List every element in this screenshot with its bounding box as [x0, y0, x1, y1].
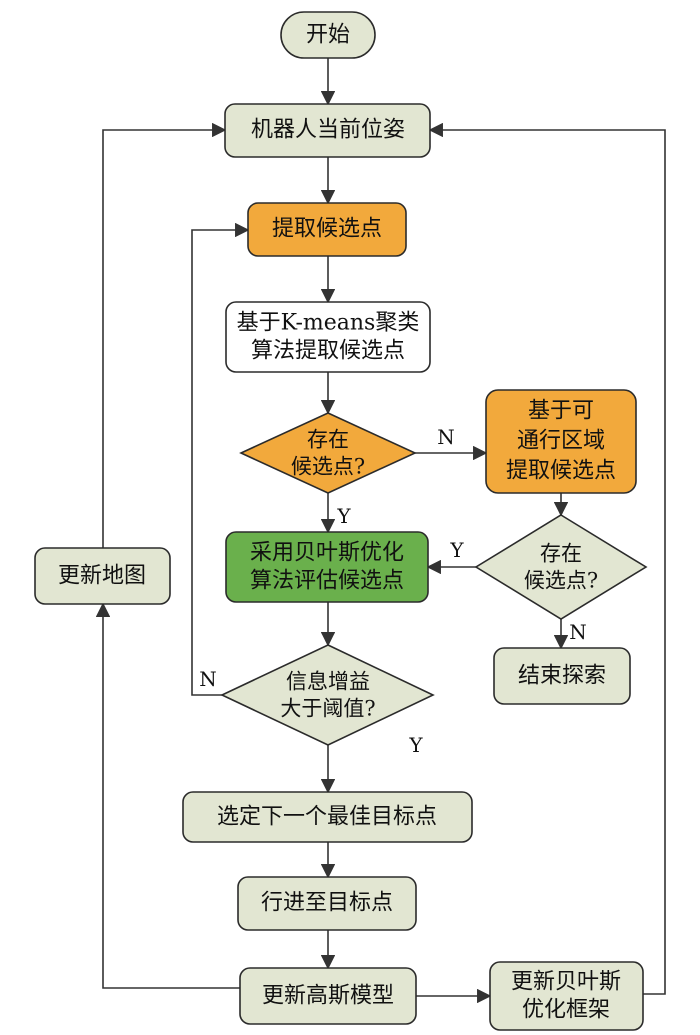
- passable-text-line-1: 基于可: [528, 399, 594, 424]
- start-node: [280, 11, 376, 59]
- end-explore-text-line-1: 结束探索: [518, 664, 606, 689]
- info-gain-text-line-1: 信息增益: [286, 670, 370, 694]
- info-gain-text-line-2: 大于阈值?: [280, 697, 375, 721]
- exist1-text-line-2: 候选点?: [291, 455, 365, 479]
- start-text-line-1: 开始: [306, 23, 350, 48]
- exist1-text-line-1: 存在: [307, 428, 349, 452]
- update-bayes-framework-node: [489, 961, 644, 1031]
- end-exploration-node: [493, 647, 631, 705]
- label-exist2-yes: Y: [449, 538, 464, 562]
- extract-text-line-1: 提取候选点: [272, 217, 382, 242]
- gauss-text-line-1: 更新高斯模型: [262, 984, 394, 1009]
- goto-target-node: [237, 876, 417, 931]
- exist2-text-line-2: 候选点?: [524, 569, 598, 593]
- bayes-eval-text-line-2: 算法评估候选点: [250, 569, 404, 594]
- bayes-eval-text-line-1: 采用贝叶斯优化: [250, 541, 404, 566]
- kmeans-node: [225, 301, 431, 373]
- select-text-line-1: 选定下一个最佳目标点: [217, 805, 437, 830]
- edge-map-pose: [102, 122, 227, 548]
- edge-gauss-map: [95, 602, 240, 989]
- map-text-line-1: 更新地图: [58, 564, 146, 589]
- update-gauss-node: [239, 967, 417, 1025]
- passable-region-node: [485, 389, 637, 494]
- label-gain-no: N: [199, 667, 217, 691]
- passable-text-line-2: 通行区域: [517, 429, 605, 454]
- update-map-node: [34, 547, 171, 605]
- label-exist1-no: N: [437, 425, 455, 449]
- candidates-exist-decision-2: [474, 514, 648, 620]
- passable-text-line-3: 提取候选点: [506, 459, 616, 484]
- kmeans-text-line-1: 基于K-means聚类: [237, 311, 420, 336]
- bayes-update-text-line-1: 更新贝叶斯: [511, 970, 621, 995]
- label-gain-yes: Y: [408, 733, 423, 757]
- extract-candidates-node: [247, 202, 407, 257]
- edge-bayesupdate-pose: [428, 122, 666, 995]
- exist2-text-line-1: 存在: [540, 542, 582, 566]
- robot-pose-node: [224, 103, 431, 158]
- select-target-node: [182, 791, 473, 843]
- candidates-exist-decision-1: [239, 412, 417, 494]
- label-exist2-no: N: [569, 620, 587, 644]
- label-exist1-yes: Y: [336, 504, 351, 528]
- goto-text-line-1: 行进至目标点: [261, 891, 393, 916]
- bayes-update-text-line-2: 优化框架: [522, 998, 610, 1023]
- edge-gain-no-loop: [191, 222, 250, 696]
- bayes-evaluate-node: [225, 531, 429, 603]
- pose-text-line-1: 机器人当前位姿: [251, 118, 405, 143]
- kmeans-text-line-2: 算法提取候选点: [251, 339, 405, 364]
- info-gain-decision: [220, 644, 435, 746]
